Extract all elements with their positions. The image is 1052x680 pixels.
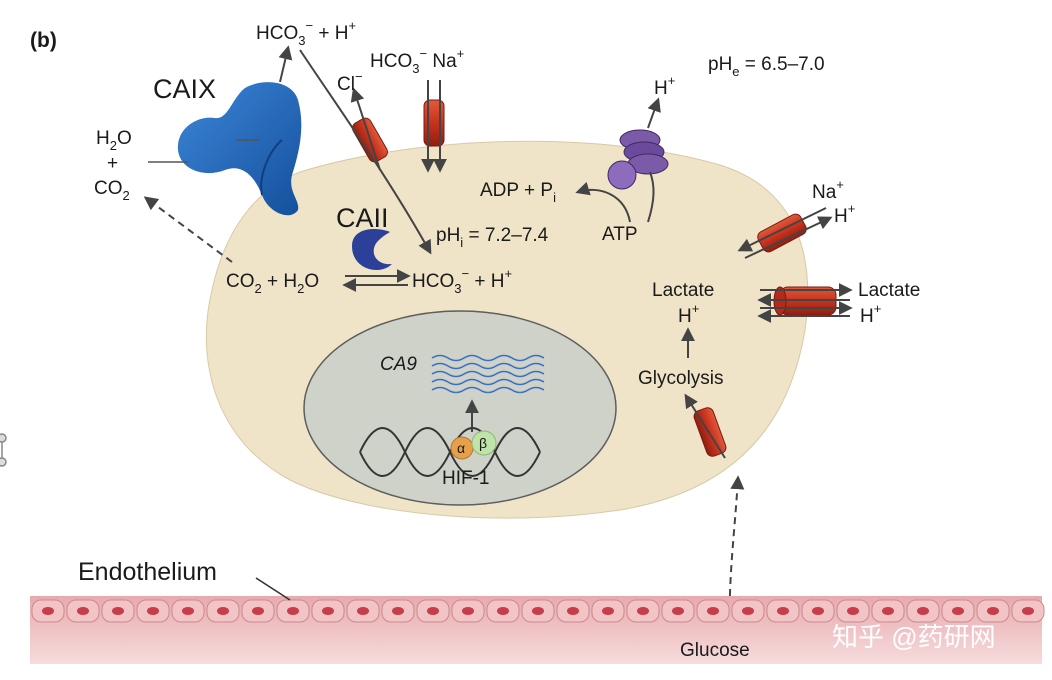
label-sodium-extracellular: Na+ — [812, 177, 844, 203]
endothelial-nucleus — [357, 607, 369, 615]
endothelial-nucleus — [987, 607, 999, 615]
nhe-proton-arrow — [744, 216, 833, 259]
label-proton-intracellular: H+ — [678, 301, 699, 327]
hif-beta-subunit — [471, 430, 497, 456]
endothelial-nucleus — [322, 607, 334, 615]
label-lactate-extracellular: Lactate — [858, 280, 920, 301]
label-ph-extracellular: pHe = 6.5–7.0 — [708, 54, 825, 79]
proton-pump-export-arrow — [647, 97, 661, 129]
chloride-export-arrow — [350, 87, 381, 171]
endothelial-nucleus — [392, 607, 404, 615]
endothelial-nucleus — [847, 607, 859, 615]
label-co2-extracellular: CO2 — [94, 178, 130, 203]
endothelial-nucleus — [882, 607, 894, 615]
endothelial-nucleus — [217, 607, 229, 615]
endothelial-nucleus — [812, 607, 824, 615]
endothelial-nucleus — [42, 607, 54, 615]
label-proton-pumped: H+ — [654, 73, 675, 99]
label-water: H2O — [96, 128, 132, 153]
bicarbonate-import-arrow — [299, 49, 432, 255]
label-endothelium: Endothelium — [78, 558, 217, 586]
endothelial-nucleus — [497, 607, 509, 615]
endothelial-nucleus — [462, 607, 474, 615]
endothelial-nucleus — [112, 607, 124, 615]
endothelial-nucleus — [777, 607, 789, 615]
pump-stalk — [647, 171, 655, 223]
label-caix: CAIX — [153, 74, 216, 104]
label-hif-alpha: α — [457, 440, 465, 456]
panel-label: (b) — [30, 29, 57, 52]
endothelial-nucleus — [637, 607, 649, 615]
label-hif-beta: β — [479, 435, 487, 451]
endothelial-nucleus — [77, 607, 89, 615]
endothelial-nucleus — [672, 607, 684, 615]
edge-fragment-icon — [0, 433, 7, 467]
endothelial-nucleus — [567, 607, 579, 615]
endothelial-nucleus — [1022, 607, 1034, 615]
watermark: 知乎 @药研网 — [832, 622, 996, 652]
atp-hydrolysis-arrow — [575, 181, 631, 223]
caii-enzyme-icon — [352, 228, 392, 270]
label-proton-mct: H+ — [860, 301, 881, 327]
proton-pump-icon — [607, 129, 669, 190]
label-chloride: Cl− — [337, 69, 363, 95]
endothelial-nucleus — [532, 607, 544, 615]
label-lactate-intracellular: Lactate — [652, 280, 714, 301]
label-adp-pi: ADP + Pi — [480, 180, 556, 205]
endothelial-nucleus — [917, 607, 929, 615]
mrna-waves — [431, 354, 545, 394]
label-caii: CAII — [336, 203, 389, 233]
endothelial-nucleus — [602, 607, 614, 615]
label-ph-intracellular: pHi = 7.2–7.4 — [436, 225, 549, 250]
endothelial-nucleus — [952, 607, 964, 615]
dna-helix — [359, 427, 541, 477]
label-ca9-gene: CA9 — [380, 354, 417, 375]
endothelial-nucleus — [182, 607, 194, 615]
caix-output-arrow — [278, 45, 293, 83]
endothelial-nucleus — [742, 607, 754, 615]
label-atp: ATP — [602, 224, 638, 245]
label-hif-1: HIF-1 — [442, 468, 490, 489]
label-hco3-h-extracellular: HCO3− + H+ — [256, 18, 356, 48]
nhe-sodium-arrow — [737, 207, 827, 252]
endothelial-nucleus — [427, 607, 439, 615]
endothelium-pointer — [255, 577, 291, 601]
endothelial-nucleus — [147, 607, 159, 615]
label-co2-water-intracellular: CO2 + H2O — [226, 271, 319, 296]
endothelial-nucleus — [707, 607, 719, 615]
label-proton-nhe: H+ — [834, 201, 855, 227]
label-glycolysis: Glycolysis — [638, 368, 724, 389]
caix-protein-icon — [177, 82, 302, 216]
label-glucose: Glucose — [680, 640, 750, 661]
endothelial-nucleus — [287, 607, 299, 615]
label-hco3-h-intracellular: HCO3− + H+ — [412, 266, 512, 296]
glucose-uptake-arrow — [684, 393, 726, 459]
endothelial-cells — [31, 599, 1045, 623]
label-plus: + — [107, 153, 118, 174]
label-hco3-sodium: HCO3− Na+ — [370, 46, 464, 76]
co2-diffusion-arrow — [143, 196, 233, 263]
endothelial-nucleus — [252, 607, 264, 615]
